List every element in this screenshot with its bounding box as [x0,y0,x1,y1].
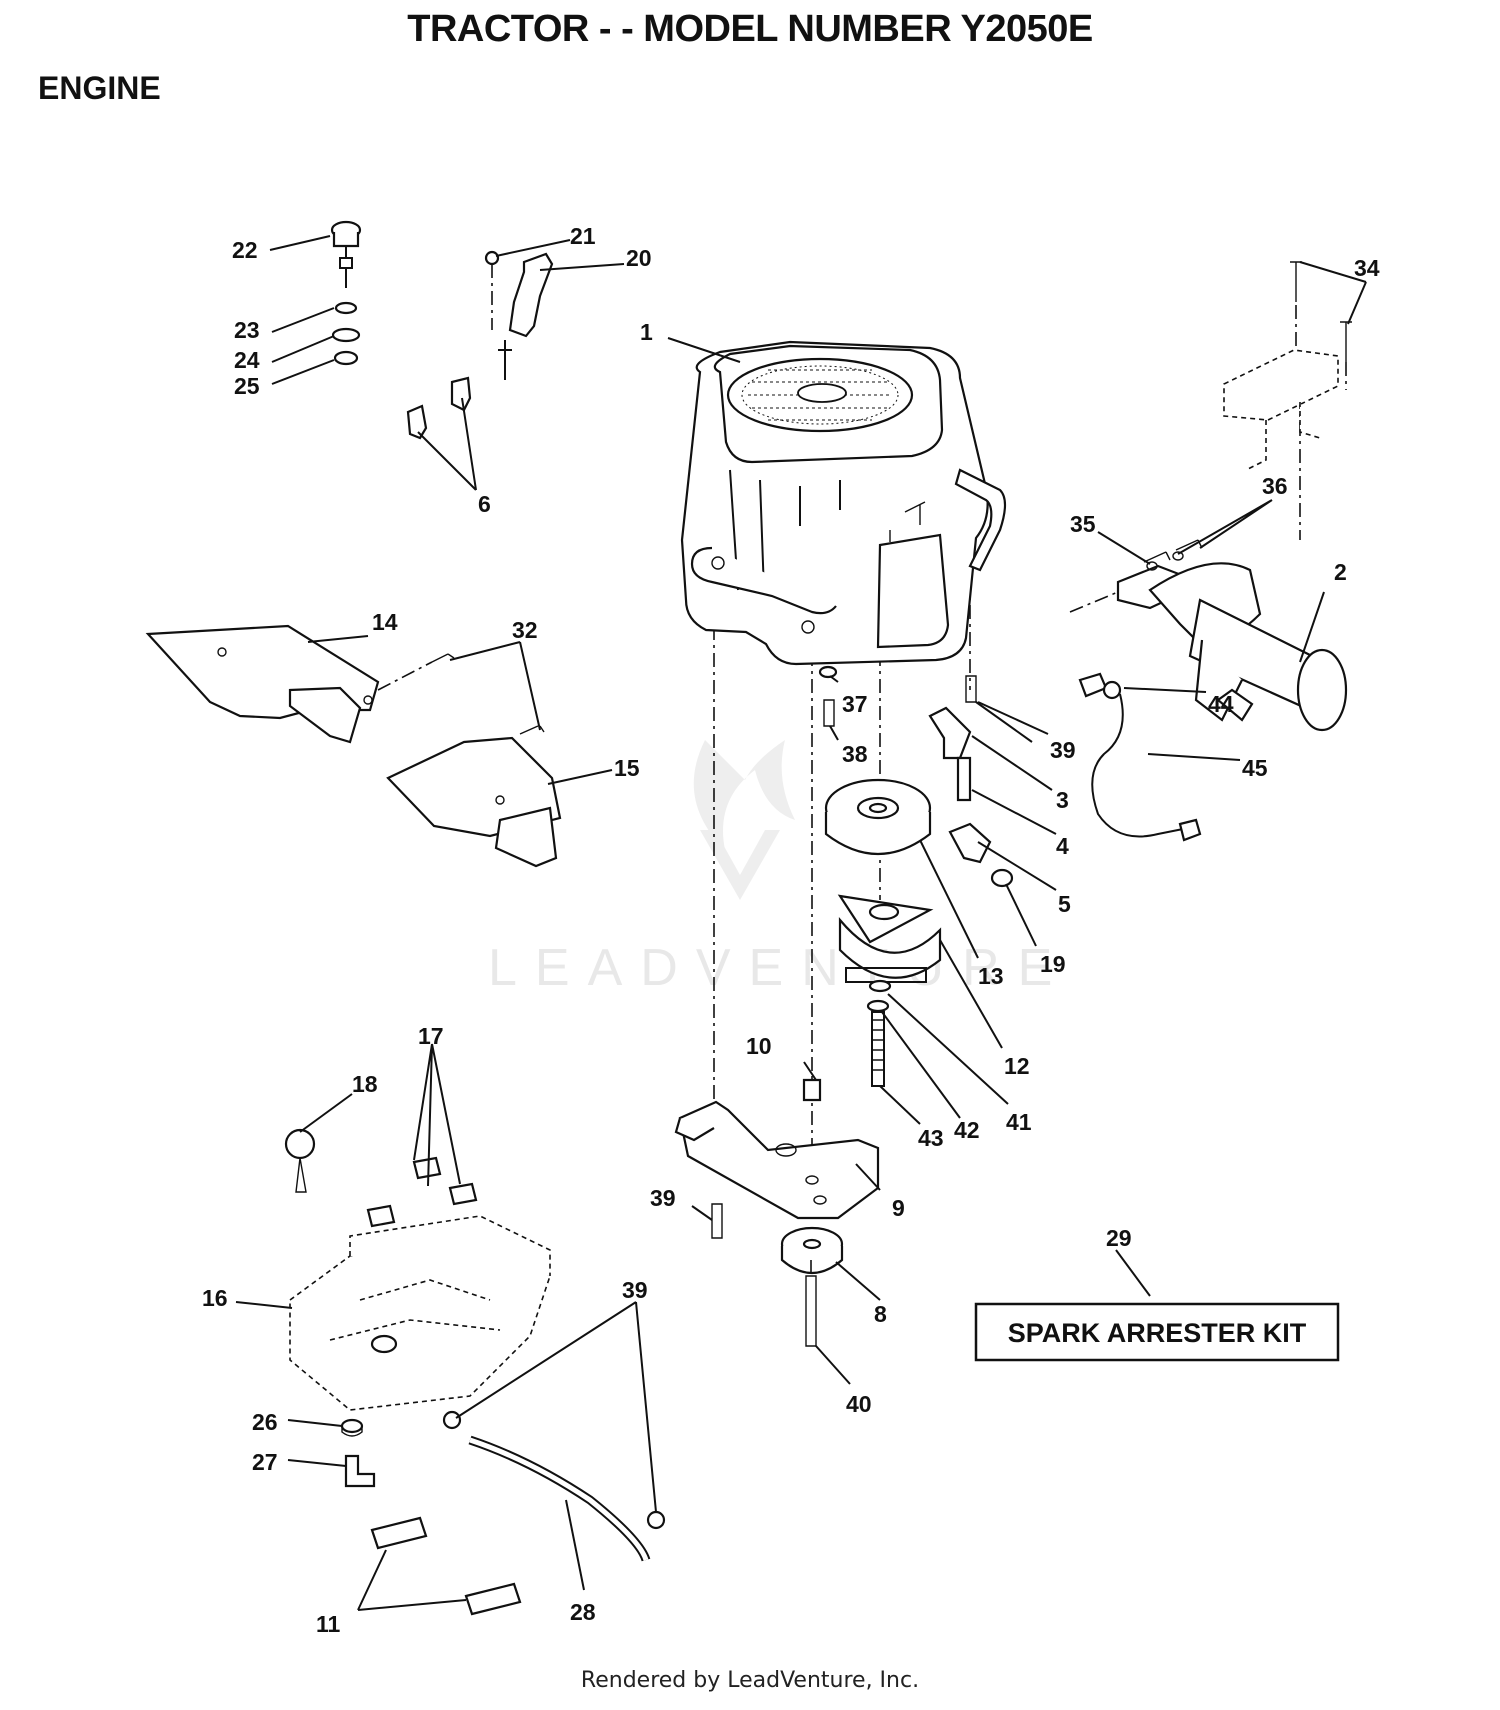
clips-6 [406,376,472,440]
callout-43: 43 [918,1125,944,1151]
clutch-11 [837,894,942,983]
clip-18 [284,1128,316,1193]
callout-10: 10 [746,1033,772,1059]
bolt-stack-41-43 [866,979,892,1087]
callout-4: 4 [1056,833,1069,859]
alignment-lines [713,395,1301,1170]
callout-6: 6 [478,491,491,517]
callout-17: 17 [418,1023,444,1049]
bracket-9 [674,1100,880,1220]
callout-25: 25 [234,373,260,399]
shield-13 [145,624,380,744]
callout-labels: 22 23 24 25 21 20 1 6 14 32 15 34 36 35 … [202,223,1380,1637]
callout-5: 5 [1058,891,1071,917]
watermark: LEADVENTURE [488,740,1070,997]
callout-28: 28 [570,1599,596,1625]
shield-14 [386,736,562,868]
callout-39-c: 39 [650,1185,676,1211]
callout-1: 1 [640,319,653,345]
callout-12: 13 [978,963,1004,989]
callout-38: 37 [842,691,868,717]
callout-3: 3 [1056,787,1069,813]
callout-16: 11 [316,1611,341,1637]
callout-14: 15 [614,755,640,781]
callout-26: 26 [252,1409,278,1435]
callout-13: 14 [372,609,398,635]
muffler-2 [1069,562,1348,732]
callout-40: 40 [846,1391,872,1417]
blocks-17 [366,1156,478,1228]
callout-18: 18 [352,1071,378,1097]
engine-part [680,340,1007,666]
fittings-3-4-5-19 [928,706,1014,888]
grommet-26 [340,1418,364,1437]
pads-16 [370,1516,522,1616]
callout-29: 29 [1106,1225,1132,1251]
fuel-line-28 [442,1410,666,1562]
callout-34: 34 [1354,255,1380,281]
sensor-44-45 [1078,672,1202,842]
spark-arrester-kit-label: SPARK ARRESTER KIT [1008,1318,1307,1348]
fuel-tank-15 [289,1215,551,1411]
page-title: TRACTOR - - MODEL NUMBER Y2050E [407,8,1093,50]
spacer-10 [802,1078,822,1102]
callout-2: 2 [1334,559,1347,585]
callout-45: 45 [1242,755,1268,781]
idler-pulley-8 [780,1226,844,1274]
callout-11: 12 [1004,1053,1030,1079]
section-title: ENGINE [38,70,161,106]
elbow-27 [344,1454,376,1488]
callout-44: 44 [1208,691,1234,717]
callout-8: 8 [874,1301,887,1327]
callout-35: 35 [1070,511,1096,537]
callout-41: 41 [1006,1109,1032,1135]
callout-27: 27 [252,1449,278,1475]
callout-9: 9 [892,1195,905,1221]
callout-19: 19 [1040,951,1066,977]
callout-21: 21 [570,223,596,249]
dipstick-part [330,220,362,366]
callout-36: 36 [1262,473,1288,499]
spark-arrester-kit-box: SPARK ARRESTER KIT [974,1302,1340,1362]
callout-24: 24 [234,347,260,373]
muffler-bracket-ghost [1223,261,1352,471]
bolts-39-40 [711,1203,817,1347]
callout-42: 42 [954,1117,980,1143]
watermark-text: LEADVENTURE [488,939,1070,997]
leader-lines [235,235,1367,1611]
callout-15: 16 [202,1285,228,1311]
callout-37: 39 [622,1277,648,1303]
pulley-12 [824,778,932,856]
callout-39-b: 39 [1050,737,1076,763]
screws-32 [377,653,545,735]
bracket-20-21 [484,250,554,380]
footer-credit: Rendered by LeadVenture, Inc. [580,1668,920,1693]
callout-32: 32 [512,617,538,643]
callout-20: 20 [626,245,652,271]
callout-39-a: 38 [842,741,868,767]
callout-23: 23 [234,317,260,343]
callout-22: 22 [232,237,258,263]
